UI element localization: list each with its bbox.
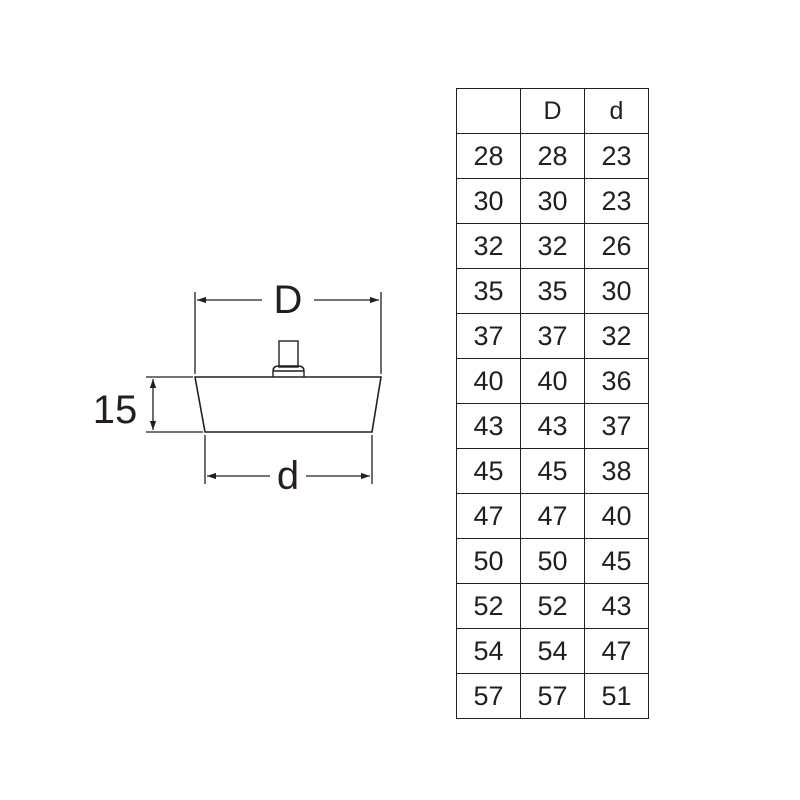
cell-D: 30: [520, 178, 585, 224]
cell-d: 37: [584, 403, 649, 449]
cell-d: 38: [584, 448, 649, 494]
cell-size: 47: [456, 493, 521, 539]
cell-size: 54: [456, 628, 521, 674]
dimension-D: [194, 292, 382, 374]
label-d: d: [277, 454, 299, 498]
cell-D: 43: [520, 403, 585, 449]
cell-d: 45: [584, 538, 649, 584]
cell-D: 40: [520, 358, 585, 404]
cell-D: 28: [520, 133, 585, 179]
cell-size: 30: [456, 178, 521, 224]
dimension-height: [146, 376, 203, 433]
cell-size: 37: [456, 313, 521, 359]
header-cell-size: [456, 88, 521, 134]
cell-d: 26: [584, 223, 649, 269]
cell-d: 36: [584, 358, 649, 404]
cell-D: 32: [520, 223, 585, 269]
cell-d: 32: [584, 313, 649, 359]
cell-d: 40: [584, 493, 649, 539]
cell-d: 43: [584, 583, 649, 629]
cell-size: 50: [456, 538, 521, 584]
cell-d: 47: [584, 628, 649, 674]
cell-size: 45: [456, 448, 521, 494]
cell-size: 28: [456, 133, 521, 179]
cell-d: 30: [584, 268, 649, 314]
cell-size: 57: [456, 673, 521, 719]
cell-d: 23: [584, 133, 649, 179]
cell-size: 35: [456, 268, 521, 314]
cell-D: 57: [520, 673, 585, 719]
cell-size: 40: [456, 358, 521, 404]
cell-size: 43: [456, 403, 521, 449]
stopper-body: [194, 376, 382, 433]
table-header-row: D d: [456, 88, 649, 134]
cell-D: 47: [520, 493, 585, 539]
cell-D: 37: [520, 313, 585, 359]
header-cell-d: d: [584, 88, 649, 134]
cell-size: 52: [456, 583, 521, 629]
cell-size: 32: [456, 223, 521, 269]
dimension-d: [204, 435, 373, 484]
cell-d: 23: [584, 178, 649, 224]
chain-knob: [272, 340, 305, 377]
header-cell-D: D: [520, 88, 585, 134]
label-height: 15: [93, 388, 138, 432]
cell-D: 35: [520, 268, 585, 314]
label-D: D: [274, 278, 303, 322]
cell-D: 54: [520, 628, 585, 674]
cell-D: 45: [520, 448, 585, 494]
cell-d: 51: [584, 673, 649, 719]
cell-D: 50: [520, 538, 585, 584]
cell-D: 52: [520, 583, 585, 629]
